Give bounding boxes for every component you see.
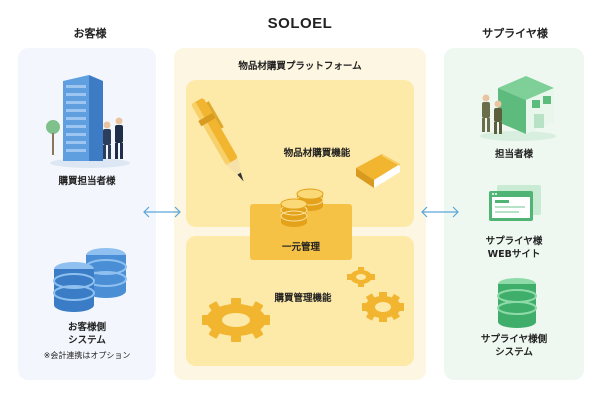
procurement-label: 物品材購買機能 xyxy=(283,148,351,159)
supplier-web-label-2: WEBサイト xyxy=(487,249,541,260)
supplier-system-label-1: サプライヤ様側 xyxy=(480,334,548,345)
customer-system-label-1: お客様側 xyxy=(67,322,106,333)
central-management-label: 一元管理 xyxy=(281,242,320,253)
purchaser-label: 購買担当者様 xyxy=(58,176,116,187)
eraser-icon xyxy=(356,154,400,188)
management-label: 購買管理機能 xyxy=(274,293,332,304)
platform-title: 物品材購買プラットフォーム xyxy=(238,61,362,72)
small-gear-icon xyxy=(347,267,375,287)
supplier-title: サプライヤ様 xyxy=(482,27,548,40)
supplier-web-label-1: サプライヤ様 xyxy=(485,236,543,247)
large-gear-icon xyxy=(202,298,270,342)
brand-logo: SOLOEL xyxy=(267,15,333,32)
supplier-system-label-2: システム xyxy=(495,347,533,358)
office-building-icon xyxy=(46,75,130,168)
pen-icon xyxy=(192,98,244,182)
medium-gear-icon xyxy=(362,292,404,322)
supplier-staff-label: 担当者様 xyxy=(494,149,533,160)
coins-icon xyxy=(280,188,324,227)
right-double-arrow-icon xyxy=(421,206,459,218)
website-browser-icon xyxy=(489,185,541,221)
customer-system-label-2: システム xyxy=(68,335,106,346)
customer-title: お客様 xyxy=(73,27,107,40)
left-double-arrow-icon xyxy=(143,206,181,218)
accounting-option-note: ※会計連携はオプション xyxy=(43,351,131,360)
customer-database-icon xyxy=(53,248,127,312)
supplier-database-icon xyxy=(497,278,537,328)
supplier-store-icon xyxy=(480,76,556,141)
